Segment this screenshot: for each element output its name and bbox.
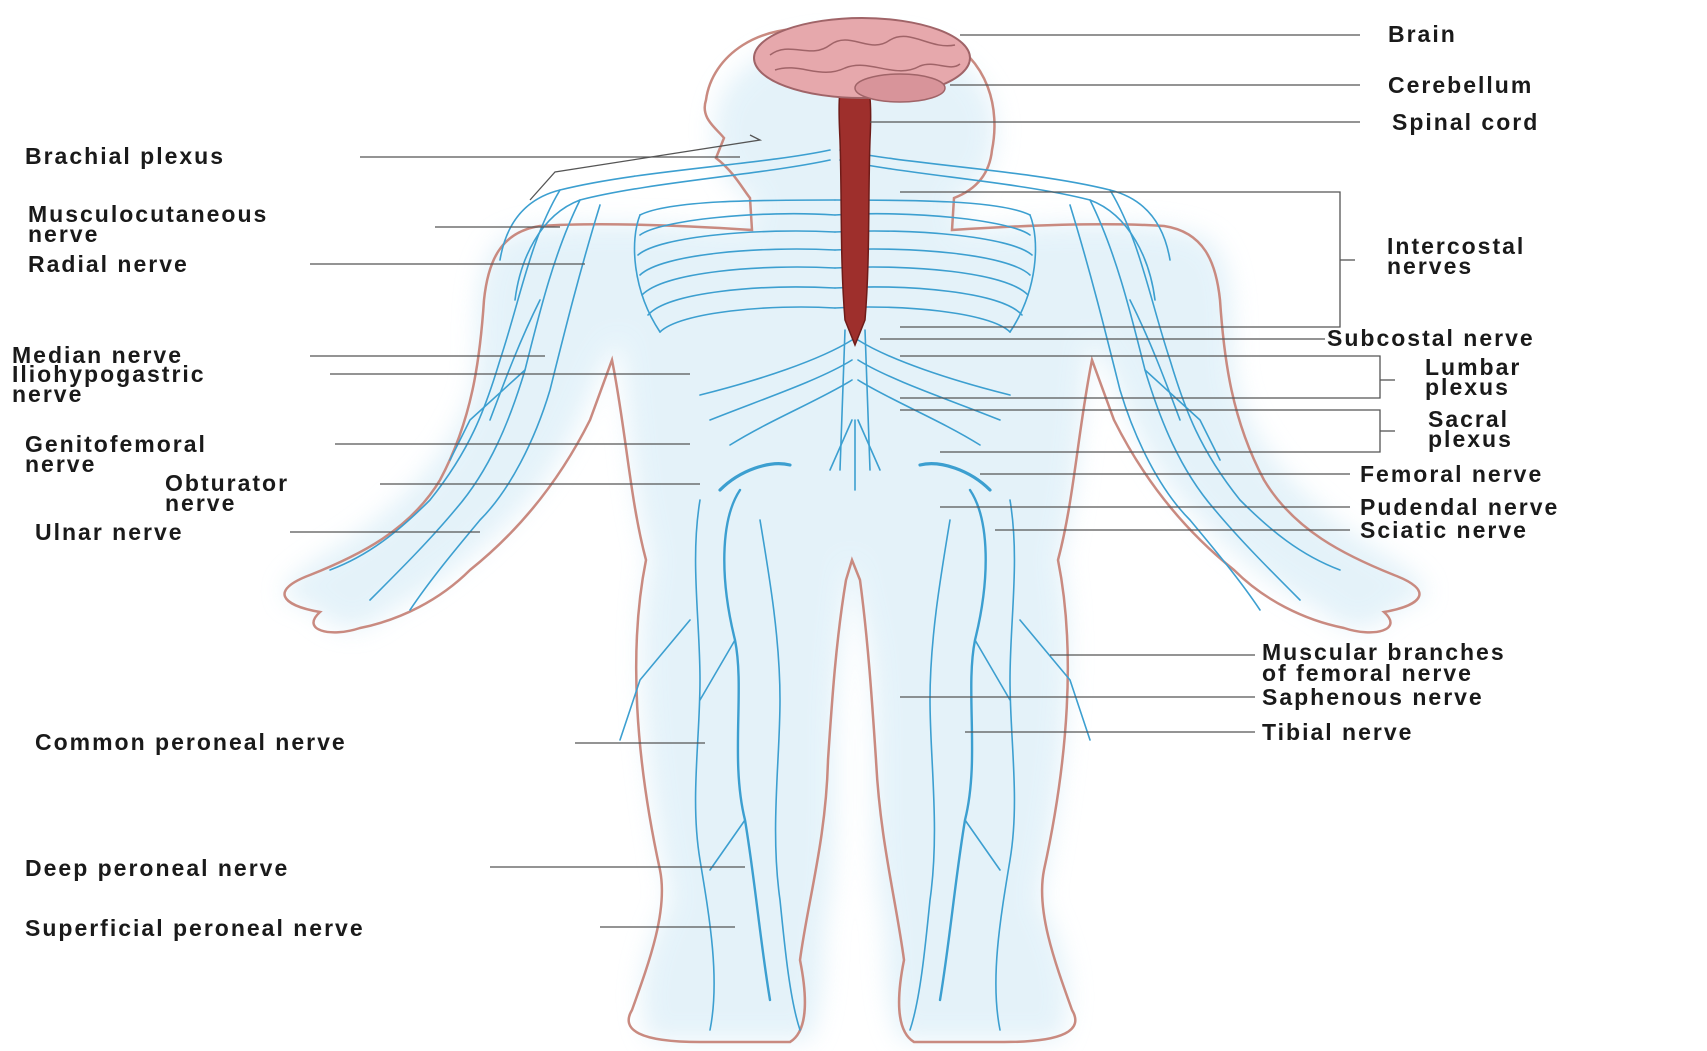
label-musculocutaneous-2: nerve xyxy=(28,221,99,247)
label-brain: Brain xyxy=(1388,21,1457,47)
label-obturator-2: nerve xyxy=(165,490,236,516)
label-brachial-plexus: Brachial plexus xyxy=(25,143,225,169)
label-muscular-2: of femoral nerve xyxy=(1262,660,1473,686)
label-iliohypogastric-2: nerve xyxy=(12,381,83,407)
label-intercostal-2: nerves xyxy=(1387,253,1473,279)
label-superficial-peroneal: Superficial peroneal nerve xyxy=(25,915,365,941)
label-tibial: Tibial nerve xyxy=(1262,719,1413,745)
label-spinal-cord: Spinal cord xyxy=(1392,109,1539,135)
spinal-cord xyxy=(839,70,871,345)
label-lumbar-2: plexus xyxy=(1425,374,1510,400)
label-saphenous: Saphenous nerve xyxy=(1262,684,1484,710)
label-ulnar: Ulnar nerve xyxy=(35,519,184,545)
label-cerebellum: Cerebellum xyxy=(1388,72,1533,98)
label-sacral-2: plexus xyxy=(1428,426,1513,452)
label-genitofemoral-2: nerve xyxy=(25,451,96,477)
label-femoral: Femoral nerve xyxy=(1360,461,1543,487)
label-sciatic: Sciatic nerve xyxy=(1360,517,1528,543)
label-radial: Radial nerve xyxy=(28,251,189,277)
label-subcostal: Subcostal nerve xyxy=(1327,325,1535,351)
label-deep-peroneal: Deep peroneal nerve xyxy=(25,855,289,881)
label-common-peroneal: Common peroneal nerve xyxy=(35,729,347,755)
